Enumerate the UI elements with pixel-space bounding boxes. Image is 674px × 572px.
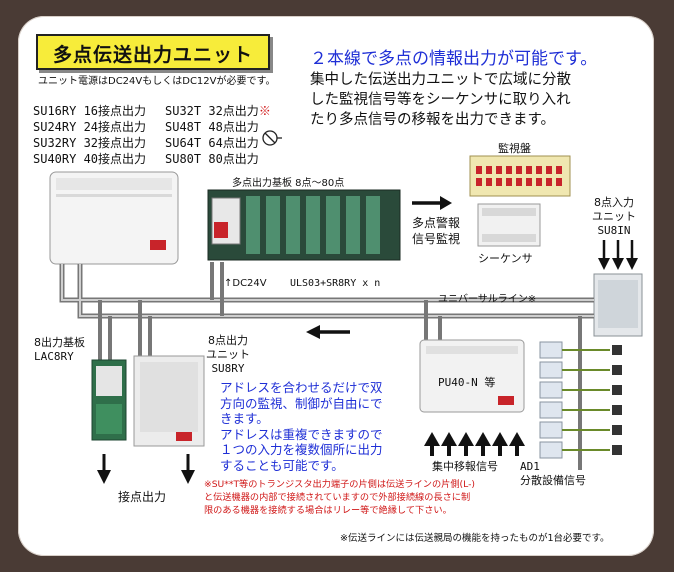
- ad1-wires: [562, 349, 610, 451]
- monitor-panel: [469, 155, 571, 197]
- model-item: SU80T 80点出力: [165, 152, 259, 166]
- output-unit-label: 8点出力 ユニット SU8RY: [206, 334, 250, 375]
- intro-text: 集中した伝送出力ユニットで広域に分散 した監視信号等をシーケンサに取り入れ たり…: [310, 70, 571, 130]
- pu40-unit: [419, 339, 525, 413]
- output-arrows: [97, 454, 195, 484]
- intro-line: たり多点信号の移報を出力できます。: [310, 112, 556, 128]
- sensor-icons: [612, 345, 622, 455]
- universal-line-label: ユニバーサルライン※: [438, 294, 537, 305]
- ad1-label: AD1 分散設備信号: [520, 460, 586, 487]
- monitor-panel-label: 監視盤: [498, 142, 531, 155]
- alarm-label: 多点警報 信号監視: [412, 216, 461, 246]
- lamp-icon: [262, 130, 282, 146]
- contact-out-label: 接点出力: [118, 490, 167, 504]
- headline: ２本線で多点の情報出力が可能です。: [310, 49, 598, 69]
- sequencer: [477, 203, 541, 247]
- intro-line: した監視信号等をシーケンサに取り入れ: [310, 92, 571, 108]
- master-unit: [49, 171, 179, 265]
- sequencer-label: シーケンサ: [478, 252, 533, 265]
- multipoint-output-board: [207, 189, 401, 261]
- model-item: SU24RY 24接点出力: [33, 120, 147, 134]
- model-item: SU16RY 16接点出力: [33, 104, 147, 118]
- input-arrows: [598, 240, 638, 270]
- warning-text: ※SU**T等のトランジスタ出力端子の片側は伝送ラインの片側(L-) と伝送機器…: [204, 479, 475, 516]
- collect-arrows: [424, 432, 525, 456]
- intro-line: 集中した伝送出力ユニットで広域に分散: [310, 72, 571, 88]
- output-unit-su8ry: [133, 355, 205, 447]
- dc-label: ↑DC24V: [224, 278, 267, 289]
- pu40-label: PU40-N 等: [438, 376, 496, 389]
- model-item: SU32RY 32接点出力: [33, 136, 147, 150]
- input-unit-label: 8点入力 ユニット SU8IN: [592, 196, 636, 237]
- model-item: SU32T 32点出力※: [165, 104, 271, 118]
- model-item: SU48T 48点出力: [165, 120, 259, 134]
- uls-label: ULS03+SR8RY x n: [290, 278, 381, 289]
- title-box: 多点伝送出力ユニット: [36, 34, 270, 70]
- output-board-label: 8出力基板 LAC8RY: [34, 336, 85, 363]
- board-label: 多点出力基板 8点～80点: [232, 178, 345, 189]
- ad1-modules: [539, 341, 563, 459]
- wire-drops: [98, 262, 582, 470]
- models-right: SU32T 32点出力※ SU48T 48点出力 SU64T 64点出力 SU8…: [165, 103, 271, 167]
- models-left: SU16RY 16接点出力 SU24RY 24接点出力 SU32RY 32接点出…: [33, 103, 146, 167]
- model-mark: ※: [258, 104, 271, 118]
- power-note: ユニット電源はDC24VもしくはDC12Vが必要です。: [38, 76, 276, 87]
- input-unit-su8in: [593, 273, 643, 337]
- content-panel: [18, 16, 654, 556]
- address-text: アドレスを合わせるだけで双 方向の監視、制御が自由にで きます。 アドレスは重複…: [220, 380, 383, 473]
- collect-label: 集中移報信号: [432, 460, 498, 473]
- output-board-lac8ry: [91, 359, 127, 441]
- footer-note: ※伝送ラインには伝送親局の機能を持ったものが1台必要です。: [340, 533, 610, 544]
- page-title: 多点伝送出力ユニット: [52, 44, 253, 66]
- model-item: SU64T 64点出力: [165, 136, 259, 150]
- model-item: SU40RY 40接点出力: [33, 152, 147, 166]
